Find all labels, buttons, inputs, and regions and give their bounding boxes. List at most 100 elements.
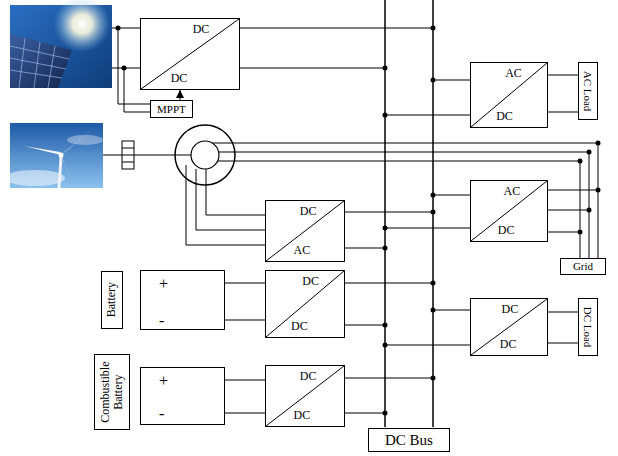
connector-wire [225,413,265,414]
converter-diagonal [266,366,344,426]
solar-panel [10,34,72,88]
converter-label: AC [294,244,311,257]
converter-diagonal [471,299,547,355]
gearbox-teeth [122,148,134,162]
junction-dot [383,323,388,328]
dc-ac-inverter: AC DC [470,62,548,128]
solar-panel-photo [10,0,112,88]
bus-label-box: DC Bus [368,428,450,452]
junction-dot [587,150,592,155]
junction-dot [383,246,388,251]
gearbox-symbol [103,141,191,169]
connector-wire [548,210,589,258]
converter-label: DC [294,409,311,422]
converter-diagonal [141,19,239,89]
box-label: Combustible Battery [99,359,125,425]
dc-dc-converter: DC DC [140,18,240,90]
grid-box: Grid [560,258,606,275]
generator-stator [175,125,235,185]
junction-dot [383,113,388,118]
shaft [103,155,191,156]
junction-dot [116,26,121,31]
source-label-box: Combustible Battery [94,354,130,430]
converter-label: AC [505,67,522,80]
converter-diagonal [471,181,547,241]
junction-dot [431,376,436,381]
wire [345,212,433,248]
generator-rotor [191,141,219,169]
cloud [67,135,103,145]
box-label: MPPT [157,103,186,115]
turbine-hub [59,153,64,158]
box-label: Battery [105,282,118,317]
converter-label: DC [291,320,308,333]
ac-dc-rectifier: DC AC [265,200,345,262]
wire [385,195,470,228]
wire [240,28,433,68]
junction-dot [431,78,436,83]
wire [112,0,598,427]
converter-label: DC [502,303,519,316]
wire [345,378,433,413]
junction-dot [383,226,388,231]
generator-symbol [175,125,235,185]
load-box: DC Load [578,298,598,356]
turbine-blade [61,132,90,155]
junction-dot [596,141,601,146]
dc-dc-converter: DC DC [470,298,548,356]
junction-dot [431,281,436,286]
three-phase-wire [186,165,265,245]
converter-label: DC [496,110,513,123]
turbine-tower [59,157,61,188]
polarity-sign: - [159,405,164,423]
polarity-sign: + [159,275,168,293]
converter-diagonal [141,19,239,89]
junction-dot [383,343,388,348]
converter-diagonal [266,271,344,337]
load-box: AC Load [578,62,598,120]
converter-label: DC [171,72,188,85]
connector-wire [225,283,265,284]
connector-wire [548,112,578,113]
connector-wire [225,380,265,381]
battery-symbol: +- [140,367,225,425]
wire [345,283,433,325]
wind-turbine-photo [5,123,103,188]
junction-dot [383,66,388,71]
source-label-box: Battery [101,271,123,329]
connector-wire [548,312,578,313]
polarity-sign: + [159,372,168,390]
junction-dot [431,26,436,31]
turbine-blade [24,146,61,155]
converter-label: DC [300,205,317,218]
dc-dc-converter: DC DC [265,270,345,338]
turbine-blade [61,155,72,184]
converter-diagonal [266,201,344,261]
connector-wire [548,190,598,258]
connector-wire [225,320,265,321]
junction-dot [122,66,127,71]
connector-wire [548,232,580,258]
box-label: AC Load [582,71,594,112]
converter-label: DC [193,23,210,36]
junction-dot [383,411,388,416]
converter-label: DC [500,338,517,351]
dc-bus-line [384,0,386,427]
cloud [5,170,65,186]
converter-label: DC [498,224,515,237]
battery-symbol: +- [140,270,225,330]
connector-wire [180,90,181,100]
converter-diagonal [471,63,547,127]
converter-label: DC [302,275,319,288]
wire [112,28,140,68]
connector-wire [548,75,578,76]
mppt-box: MPPT [150,100,193,118]
panel-grid [10,38,69,88]
converter-label: AC [503,185,520,198]
dc-ac-inverter: AC DC [470,180,548,242]
junction-dot [431,193,436,198]
sun [54,0,110,52]
box-label: DC Load [582,307,594,348]
box-label: Grid [573,260,593,272]
wire [385,80,470,115]
